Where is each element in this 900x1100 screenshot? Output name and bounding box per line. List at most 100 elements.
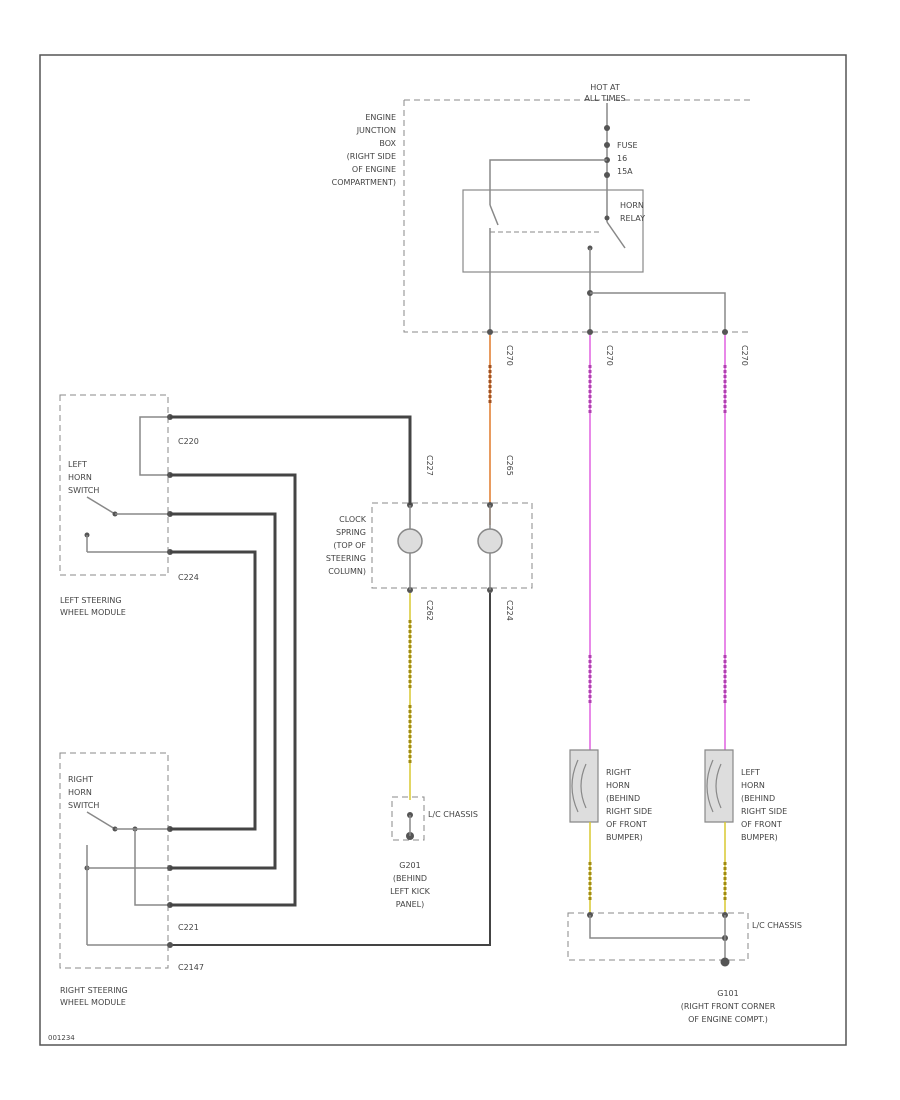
svg-text:C224: C224 <box>505 600 514 621</box>
svg-text:ALL TIMES: ALL TIMES <box>584 94 625 103</box>
svg-text:(BEHIND: (BEHIND <box>393 874 427 883</box>
svg-text:G201: G201 <box>399 861 420 870</box>
svg-text:RIGHT SIDE: RIGHT SIDE <box>741 807 787 816</box>
left-horn-switch-label: LEFT HORN SWITCH <box>68 460 99 495</box>
svg-text:JUNCTION: JUNCTION <box>356 126 396 135</box>
svg-text:OF ENGINE COMPT.): OF ENGINE COMPT.) <box>688 1015 768 1024</box>
svg-text:C224: C224 <box>178 573 199 582</box>
svg-text:ENGINE: ENGINE <box>365 113 396 122</box>
svg-text:SWITCH: SWITCH <box>68 801 99 810</box>
svg-text:BUMPER): BUMPER) <box>741 833 778 842</box>
svg-text:HORN: HORN <box>68 788 92 797</box>
ground-chassis-label: L/C CHASSIS <box>428 810 478 819</box>
svg-text:15A: 15A <box>617 167 633 176</box>
svg-text:(TOP OF: (TOP OF <box>333 541 366 550</box>
clock-spring-box <box>371 502 533 589</box>
left-steering-module-box <box>59 394 169 576</box>
svg-text:STEERING: STEERING <box>326 554 366 563</box>
right-horn-label: RIGHT HORN (BEHIND RIGHT SIDE OF FRONT B… <box>606 768 652 842</box>
module-jumper-harness-3 <box>170 550 257 831</box>
footer-code: 001234 <box>48 1034 75 1042</box>
ground-g101-label: G101 (RIGHT FRONT CORNER OF ENGINE COMPT… <box>681 989 776 1024</box>
diagram-frame <box>39 54 847 1046</box>
left-module-label: LEFT STEERING WHEEL MODULE <box>60 596 126 617</box>
svg-text:SPRING: SPRING <box>336 528 366 537</box>
right-module-jumper-wire <box>134 829 170 906</box>
svg-text:G101: G101 <box>717 989 738 998</box>
horn-relay-box <box>462 189 644 273</box>
svg-text:RIGHT: RIGHT <box>68 775 93 784</box>
svg-text:FUSE: FUSE <box>617 141 638 150</box>
ground-g101-box <box>567 912 749 961</box>
left-horn-label: LEFT HORN (BEHIND RIGHT SIDE OF FRONT BU… <box>741 768 787 842</box>
clock-spring-label: CLOCK SPRING (TOP OF STEERING COLUMN) <box>326 515 367 576</box>
ground-g201-label: G201 (BEHIND LEFT KICK PANEL) <box>390 861 431 909</box>
svg-text:C221: C221 <box>178 923 199 932</box>
connector-c270: C270 C270 C270 <box>487 329 749 366</box>
fuse-to-relay-coil-wire <box>489 159 607 190</box>
svg-text:C220: C220 <box>178 437 199 446</box>
relay-to-left-horn-wire <box>590 292 726 330</box>
ground-g201-box <box>391 796 425 841</box>
right-horn-icon <box>569 749 599 823</box>
left-horn-switch <box>84 496 170 553</box>
svg-text:BUMPER): BUMPER) <box>606 833 643 842</box>
fuse-terminal <box>604 172 610 178</box>
svg-text:RELAY: RELAY <box>620 214 645 223</box>
svg-text:OF ENGINE: OF ENGINE <box>352 165 396 174</box>
svg-text:LEFT: LEFT <box>68 460 87 469</box>
fuse-label: FUSE 16 15A <box>617 141 638 176</box>
svg-text:BOX: BOX <box>379 139 396 148</box>
svg-text:COLUMN): COLUMN) <box>328 567 366 576</box>
svg-text:SWITCH: SWITCH <box>68 486 99 495</box>
svg-text:16: 16 <box>617 154 627 163</box>
relay-contact-switch <box>587 200 626 272</box>
svg-text:C227: C227 <box>425 455 434 476</box>
svg-text:HOT AT: HOT AT <box>590 83 620 92</box>
svg-text:HORN: HORN <box>620 201 644 210</box>
left-module-jumper-wire <box>139 416 170 476</box>
module-jumper-harness-1 <box>170 473 297 907</box>
svg-text:RIGHT: RIGHT <box>606 768 631 777</box>
svg-text:(RIGHT SIDE: (RIGHT SIDE <box>347 152 396 161</box>
svg-text:C270: C270 <box>740 345 749 366</box>
svg-text:WHEEL MODULE: WHEEL MODULE <box>60 998 126 1007</box>
clock-spring-coil-1 <box>397 528 423 554</box>
left-module-connectors: C220 C224 <box>167 414 199 582</box>
svg-text:C270: C270 <box>505 345 514 366</box>
splice-dot <box>604 125 610 131</box>
svg-text:(BEHIND: (BEHIND <box>741 794 775 803</box>
svg-text:HORN: HORN <box>741 781 765 790</box>
svg-text:PANEL): PANEL) <box>396 900 424 909</box>
right-module-connectors: C221 C2147 <box>167 826 204 972</box>
clock-spring-coil-2 <box>477 528 503 554</box>
svg-text:WHEEL MODULE: WHEEL MODULE <box>60 608 126 617</box>
horn-ground-bus-wire <box>589 915 725 939</box>
ground-g101-icon <box>720 957 730 967</box>
svg-text:RIGHT SIDE: RIGHT SIDE <box>606 807 652 816</box>
svg-text:C2147: C2147 <box>178 963 204 972</box>
right-horn-switch-label: RIGHT HORN SWITCH <box>68 775 99 810</box>
svg-text:OF FRONT: OF FRONT <box>606 820 647 829</box>
fuse-terminal <box>604 142 610 148</box>
junction-box-outline <box>403 99 750 333</box>
right-horn-switch <box>84 811 170 946</box>
junction-box-label: ENGINE JUNCTION BOX (RIGHT SIDE OF ENGIN… <box>332 113 397 187</box>
module-jumper-harness-2 <box>170 512 277 870</box>
svg-text:HORN: HORN <box>606 781 630 790</box>
clockspring-to-right-module-wire <box>170 593 491 946</box>
svg-text:COMPARTMENT): COMPARTMENT) <box>332 178 396 187</box>
svg-text:C262: C262 <box>425 600 434 621</box>
left-module-to-clockspring-wire <box>170 415 412 505</box>
svg-text:C270: C270 <box>605 345 614 366</box>
horn-relay-label: HORN RELAY <box>620 201 645 223</box>
svg-text:LEFT: LEFT <box>741 768 760 777</box>
svg-text:LEFT KICK: LEFT KICK <box>390 887 431 896</box>
relay-coil <box>489 190 600 272</box>
right-module-label: RIGHT STEERING WHEEL MODULE <box>60 986 128 1007</box>
ground-chassis-label: L/C CHASSIS <box>752 921 802 930</box>
svg-text:HORN: HORN <box>68 473 92 482</box>
svg-text:LEFT STEERING: LEFT STEERING <box>60 596 122 605</box>
svg-text:RIGHT STEERING: RIGHT STEERING <box>60 986 128 995</box>
